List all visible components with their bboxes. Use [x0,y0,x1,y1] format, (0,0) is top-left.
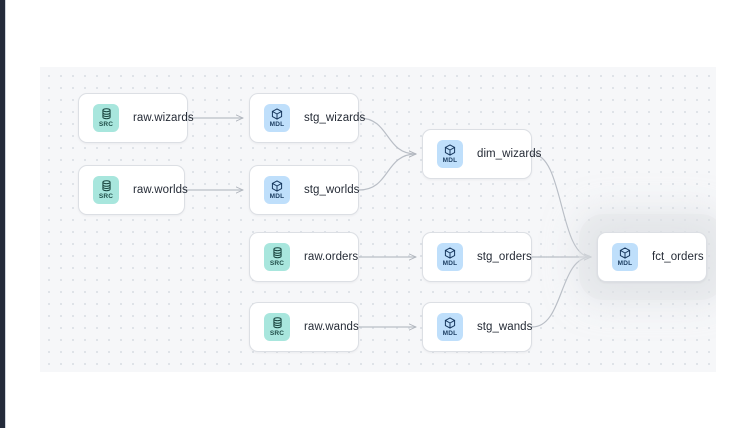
lineage-node-raw_wizards[interactable]: SRC raw.wizards [78,93,194,143]
mdl-badge: MDL [264,176,290,204]
app-sidebar-rail [0,0,5,428]
lineage-node-label: stg_orders [477,251,532,263]
badge-kind-label: MDL [442,156,458,164]
lineage-node-label: stg_worlds [304,184,360,196]
badge-kind-label: SRC [98,192,114,200]
mdl-badge: MDL [264,104,290,132]
cube-icon [444,247,456,259]
lineage-node-raw_wands[interactable]: SRC raw.wands [249,302,359,352]
lineage-edge-stg_worlds-to-dim_wizards [358,154,416,191]
badge-kind-label: MDL [269,120,285,128]
cube-icon [271,180,283,192]
src-badge: SRC [264,313,290,341]
badge-kind-label: SRC [269,259,285,267]
mdl-badge: MDL [437,313,463,341]
mdl-badge: MDL [612,243,638,271]
lineage-edge-stg_wizards-to-dim_wizards [358,117,416,154]
lineage-node-label: stg_wizards [304,112,366,124]
src-badge: SRC [93,104,119,132]
badge-kind-label: MDL [442,259,458,267]
lineage-node-label: stg_wands [477,321,533,333]
cube-icon [444,144,456,156]
lineage-node-fct_orders[interactable]: MDL fct_orders [597,232,707,282]
lineage-node-dim_wizards[interactable]: MDL dim_wizards [422,129,541,179]
cube-icon [271,108,283,120]
lineage-node-label: raw.wands [304,321,359,333]
mdl-badge: MDL [437,140,463,168]
badge-kind-label: SRC [269,329,285,337]
badge-kind-label: SRC [98,120,114,128]
src-badge: SRC [93,176,119,204]
database-icon [272,247,283,259]
lineage-node-label: raw.wizards [133,112,194,124]
lineage-node-stg_wizards[interactable]: MDL stg_wizards [249,93,365,143]
lineage-node-stg_worlds[interactable]: MDL stg_worlds [249,165,359,215]
lineage-edge-stg_wands-to-fct_orders [531,257,591,328]
cube-icon [444,317,456,329]
lineage-node-raw_orders[interactable]: SRC raw.orders [249,232,359,282]
badge-kind-label: MDL [617,259,633,267]
database-icon [101,108,112,120]
lineage-node-label: raw.worlds [133,184,188,196]
lineage-node-label: raw.orders [304,251,359,263]
cube-icon [619,247,631,259]
lineage-node-stg_wands[interactable]: MDL stg_wands [422,302,532,352]
lineage-node-stg_orders[interactable]: MDL stg_orders [422,232,532,282]
mdl-badge: MDL [437,243,463,271]
src-badge: SRC [264,243,290,271]
app-sidebar-divider [5,0,6,428]
lineage-node-label: fct_orders [652,251,704,263]
badge-kind-label: MDL [269,192,285,200]
badge-kind-label: MDL [442,329,458,337]
lineage-node-label: dim_wizards [477,148,542,160]
database-icon [272,317,283,329]
lineage-node-raw_worlds[interactable]: SRC raw.worlds [78,165,188,215]
lineage-edge-dim_wizards-to-fct_orders [531,153,591,257]
database-icon [101,180,112,192]
